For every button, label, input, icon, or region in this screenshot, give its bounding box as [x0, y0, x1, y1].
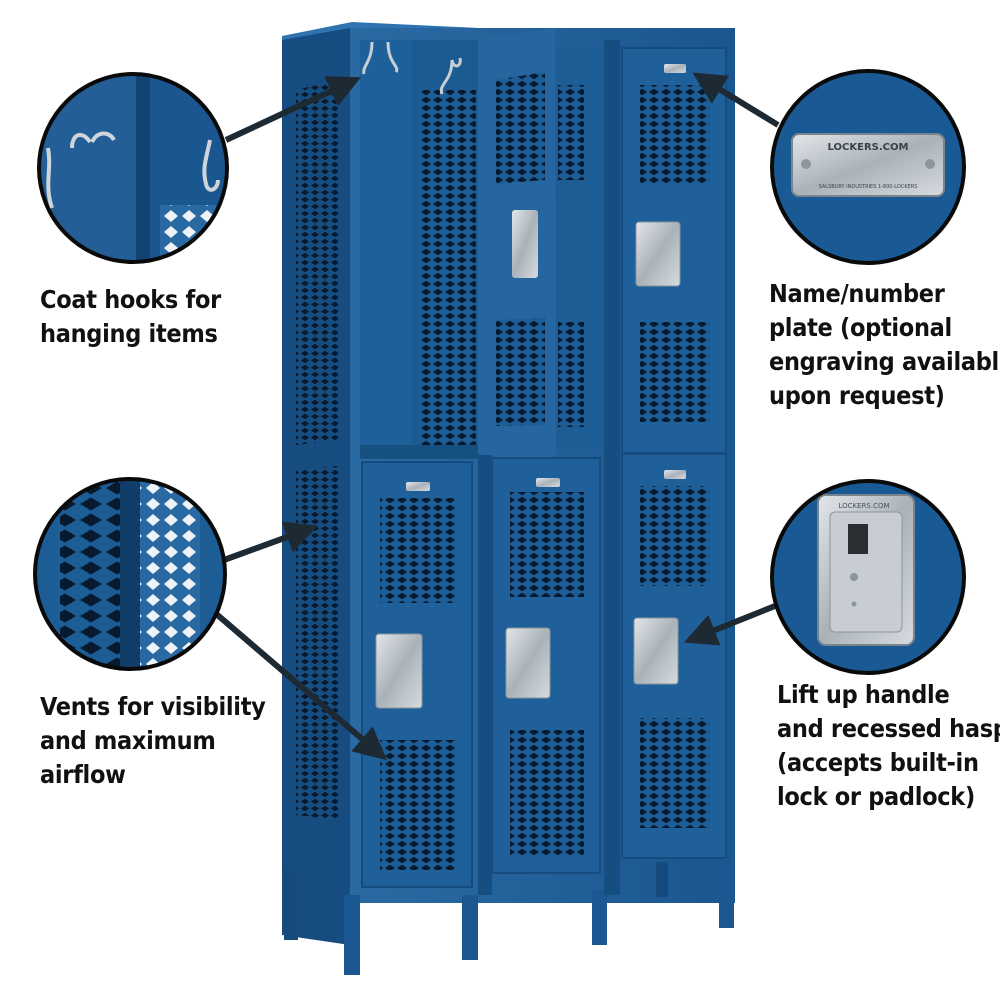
caption-coat-hooks: Coat hooks for hanging items: [40, 283, 221, 351]
vent: [558, 322, 584, 427]
side-vent-upper: [296, 80, 338, 445]
door-vent: [510, 730, 584, 855]
shelf: [360, 445, 478, 459]
callout-hooks-zoom: [37, 72, 229, 264]
caption-line: (accepts built-in: [777, 748, 979, 777]
door-vent: [496, 72, 545, 184]
arrow-vents-side: [222, 521, 319, 563]
door-vent: [496, 318, 545, 426]
compartment-side-wall: [360, 40, 412, 450]
caption-name-plate: Name/number plate (optional engraving av…: [769, 277, 1000, 413]
door-vent: [510, 492, 584, 597]
door-vent: [380, 498, 456, 603]
vent: [558, 85, 584, 180]
leg: [592, 890, 607, 945]
arrow-plate: [692, 72, 780, 128]
number-plate: [536, 478, 560, 487]
coat-hook: [439, 57, 462, 95]
interior-vent: [420, 90, 476, 450]
recessed-handle: [375, 633, 423, 709]
number-plate: [664, 64, 686, 73]
callout-plate-zoom: LOCKERS.COM SALSBURY INDUSTRIES 1-800-LO…: [770, 69, 966, 265]
caption-line: lock or padlock): [777, 782, 975, 811]
column-divider: [604, 40, 620, 895]
handle-brand: LOCKERS.COM: [838, 502, 889, 510]
callout-arrows: [212, 72, 780, 761]
door-vent: [640, 486, 710, 586]
caption-line: upon request): [769, 381, 945, 410]
column-divider: [478, 455, 492, 895]
caption-handle: Lift up handle and recessed hasp (accept…: [777, 678, 1000, 814]
leg: [344, 895, 360, 975]
arrow-vents-door: [212, 609, 388, 761]
caption-line: airflow: [40, 760, 126, 789]
door-vent: [640, 718, 710, 828]
caption-line: hanging items: [40, 319, 218, 348]
caption-line: engraving available: [769, 347, 1000, 376]
leg: [656, 862, 668, 897]
caption-vents: Vents for visibility and maximum airflow: [40, 690, 266, 792]
side-vent-lower: [296, 466, 338, 820]
caption-line: and maximum: [40, 726, 216, 755]
plate-brand: LOCKERS.COM: [828, 142, 909, 153]
locker-unit: [282, 22, 735, 975]
leg: [284, 870, 298, 940]
arrow-hooks: [224, 76, 361, 143]
caption-line: plate (optional: [769, 313, 952, 342]
name-plate-icon: [791, 133, 945, 197]
leg: [719, 858, 734, 928]
number-plate: [406, 482, 430, 491]
recessed-handle: [635, 221, 681, 287]
door-vent: [640, 322, 710, 422]
caption-line: and recessed hasp: [777, 714, 1000, 743]
callout-handle-zoom: LOCKERS.COM: [770, 479, 966, 675]
arrow-handle: [683, 603, 777, 646]
door-latch: [512, 210, 538, 278]
door-vent: [640, 85, 710, 185]
recessed-handle: [633, 617, 679, 685]
plate-fineprint: SALSBURY INDUSTRIES 1-800-LOCKERS: [819, 184, 918, 190]
callout-vents-zoom: [33, 477, 227, 671]
caption-line: Coat hooks for: [40, 285, 221, 314]
recessed-handle: [505, 627, 551, 699]
coat-hook: [362, 41, 399, 75]
door-vent: [380, 740, 456, 870]
leg: [462, 895, 478, 960]
caption-line: Name/number: [769, 279, 945, 308]
caption-line: Vents for visibility: [40, 692, 266, 721]
caption-line: Lift up handle: [777, 680, 950, 709]
coat-hooks-icon: [70, 131, 116, 149]
number-plate: [664, 470, 686, 479]
diamond-vents-icon: [60, 479, 120, 669]
coat-hooks-icon: [202, 139, 220, 192]
